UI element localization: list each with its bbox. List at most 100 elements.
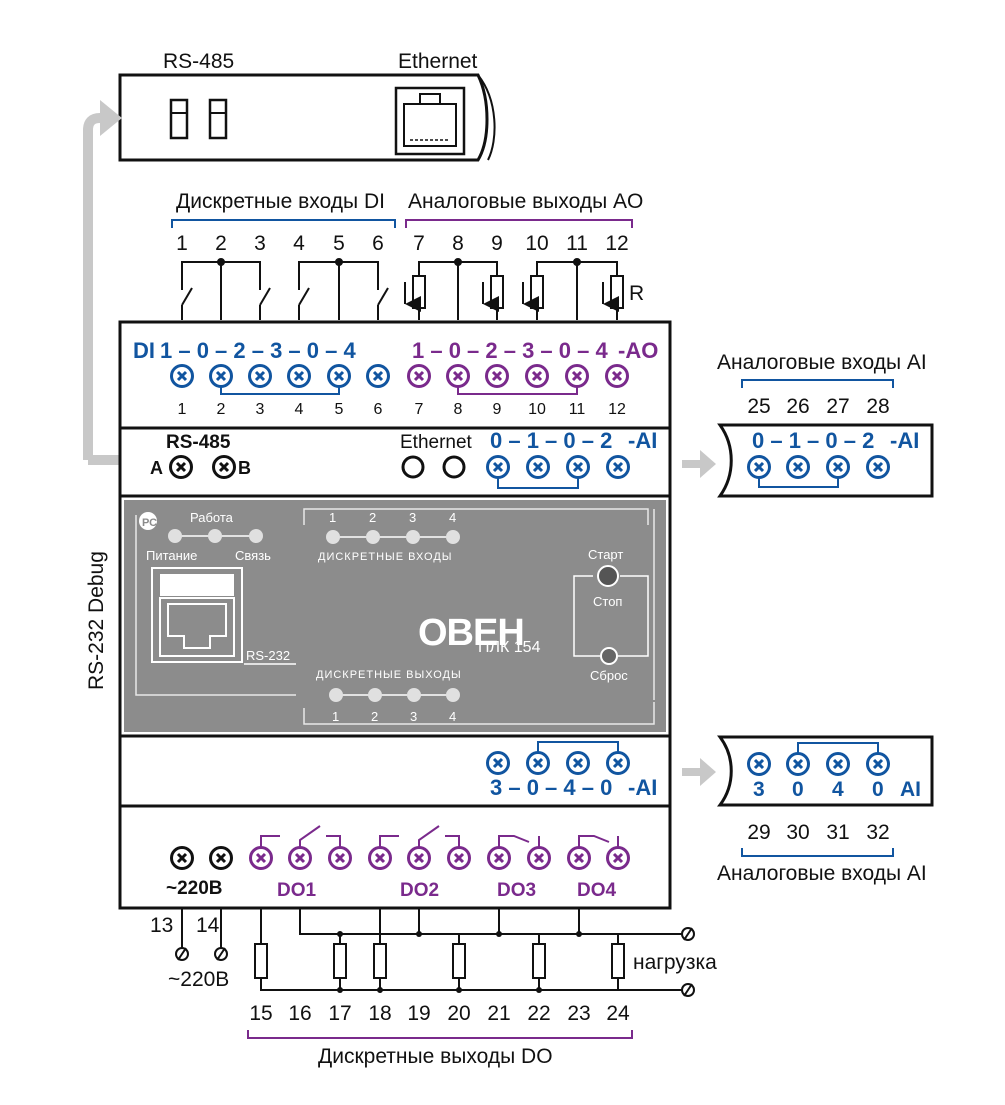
panel-rabota: Работа bbox=[190, 510, 234, 525]
svg-text:32: 32 bbox=[866, 821, 889, 844]
svg-text:30: 30 bbox=[786, 821, 809, 844]
svg-text:5: 5 bbox=[335, 401, 344, 418]
reset-button[interactable] bbox=[600, 647, 618, 665]
svg-text:3: 3 bbox=[256, 401, 265, 418]
rs485-connector-icon bbox=[208, 98, 228, 140]
do-terminal-numbers: 15 16 17 18 19 20 21 22 23 24 bbox=[249, 1002, 630, 1025]
top-terminal-numbers: 1 2 3 4 5 6 7 8 9 10 11 12 bbox=[176, 232, 629, 255]
svg-text:1: 1 bbox=[329, 510, 336, 525]
svg-text:8: 8 bbox=[452, 232, 464, 255]
svg-text:6: 6 bbox=[374, 401, 383, 418]
power-terminal-label: ~220В bbox=[168, 968, 229, 991]
start-stop-button[interactable] bbox=[597, 565, 619, 587]
svg-text:12: 12 bbox=[605, 232, 628, 255]
do-title: Дискретные выходы DO bbox=[318, 1045, 553, 1068]
svg-text:0: 0 bbox=[792, 778, 804, 801]
ethernet-port-icon bbox=[394, 86, 466, 156]
svg-text:13: 13 bbox=[150, 914, 173, 937]
ai-top-ext-sequence: 0 – 1 – 0 – 2 bbox=[752, 428, 874, 453]
rs232-debug-label: RS-232 Debug bbox=[85, 551, 108, 690]
svg-text:10: 10 bbox=[528, 401, 546, 418]
panel-reset: Сброс bbox=[590, 668, 628, 683]
top-ethernet-label: Ethernet bbox=[398, 50, 478, 73]
certification-mark-icon bbox=[139, 512, 157, 530]
svg-text:4: 4 bbox=[293, 232, 305, 255]
svg-text:7: 7 bbox=[415, 401, 424, 418]
ao-sequence: 1 – 0 – 2 – 3 – 0 – 4 bbox=[412, 338, 608, 363]
do-bracket bbox=[247, 1030, 633, 1039]
svg-text:8: 8 bbox=[454, 401, 463, 418]
led-do-2 bbox=[368, 688, 382, 702]
led-di-4 bbox=[446, 530, 460, 544]
top-rs485-label: RS-485 bbox=[163, 50, 234, 73]
panel-di-label: ДИСКРЕТНЫЕ ВХОДЫ bbox=[318, 551, 453, 563]
svg-text:3: 3 bbox=[254, 232, 266, 255]
svg-text:23: 23 bbox=[567, 1002, 590, 1025]
svg-text:16: 16 bbox=[288, 1002, 311, 1025]
svg-text:1: 1 bbox=[332, 709, 339, 724]
svg-text:15: 15 bbox=[249, 1002, 272, 1025]
svg-text:19: 19 bbox=[407, 1002, 430, 1025]
ao-title: Аналоговые выходы AO bbox=[408, 190, 643, 213]
svg-text:10: 10 bbox=[525, 232, 548, 255]
rs485-connector-icon bbox=[169, 98, 189, 140]
panel-start: Старт bbox=[588, 547, 623, 562]
ethernet-led-icon bbox=[442, 455, 466, 479]
svg-text:11: 11 bbox=[569, 401, 586, 418]
svg-text:3: 3 bbox=[753, 778, 765, 801]
do1-label: DO1 bbox=[277, 880, 317, 901]
ethernet-label: Ethernet bbox=[400, 432, 473, 453]
load-label: нагрузка bbox=[633, 951, 717, 974]
ai-bottom-title: Аналоговые входы AI bbox=[717, 862, 927, 885]
led-do-1 bbox=[329, 688, 343, 702]
svg-text:14: 14 bbox=[196, 914, 220, 937]
ethernet-led-icon bbox=[401, 455, 425, 479]
ai-top-sequence: 0 – 1 – 0 – 2 bbox=[490, 428, 612, 453]
svg-text:4: 4 bbox=[449, 709, 456, 724]
svg-text:4: 4 bbox=[449, 510, 456, 525]
svg-text:21: 21 bbox=[487, 1002, 510, 1025]
svg-text:0: 0 bbox=[872, 778, 884, 801]
di-title: Дискретные входы DI bbox=[176, 190, 385, 213]
di-prefix: DI bbox=[133, 338, 155, 363]
b-label: B bbox=[238, 458, 251, 478]
do3-label: DO3 bbox=[497, 880, 536, 901]
ai-top-title: Аналоговые входы AI bbox=[717, 351, 927, 374]
svg-text:5: 5 bbox=[333, 232, 345, 255]
svg-text:3: 3 bbox=[409, 510, 416, 525]
svg-text:РС: РС bbox=[142, 517, 157, 529]
svg-text:2: 2 bbox=[215, 232, 227, 255]
svg-text:27: 27 bbox=[826, 395, 849, 418]
ai-bottom-sequence: 3 – 0 – 4 – 0 bbox=[490, 775, 612, 800]
power-wiring bbox=[181, 908, 222, 948]
do2-label: DO2 bbox=[400, 880, 439, 901]
panel-stop: Стоп bbox=[593, 594, 622, 609]
di-sequence: 1 – 0 – 2 – 3 – 0 – 4 bbox=[160, 338, 356, 363]
svg-text:11: 11 bbox=[566, 232, 588, 255]
svg-text:1: 1 bbox=[176, 232, 188, 255]
ai-top-suffix: -AI bbox=[628, 428, 657, 453]
svg-text:2: 2 bbox=[371, 709, 378, 724]
led-di-2 bbox=[366, 530, 380, 544]
svg-text:4: 4 bbox=[832, 778, 844, 801]
led-di-3 bbox=[406, 530, 420, 544]
svg-text:2: 2 bbox=[369, 510, 376, 525]
ai-bottom-suffix: -AI bbox=[628, 775, 657, 800]
svg-text:31: 31 bbox=[826, 821, 849, 844]
a-label: A bbox=[150, 458, 163, 478]
svg-text:4: 4 bbox=[295, 401, 304, 418]
panel-do-label: ДИСКРЕТНЫЕ ВЫХОДЫ bbox=[316, 669, 462, 681]
do4-label: DO4 bbox=[577, 880, 617, 901]
svg-text:26: 26 bbox=[786, 395, 809, 418]
panel-model: ПЛК 154 bbox=[478, 639, 541, 656]
di-bracket bbox=[171, 219, 396, 228]
svg-text:9: 9 bbox=[491, 232, 503, 255]
ao-suffix: -AO bbox=[618, 338, 658, 363]
svg-text:2: 2 bbox=[217, 401, 226, 418]
svg-text:AI: AI bbox=[900, 778, 921, 801]
led-di-1 bbox=[326, 530, 340, 544]
top-terminal-numbers-small: 1 2 3 4 5 6 7 8 9 10 11 12 bbox=[178, 401, 626, 418]
panel-rs232-label: RS-232 bbox=[246, 648, 290, 663]
